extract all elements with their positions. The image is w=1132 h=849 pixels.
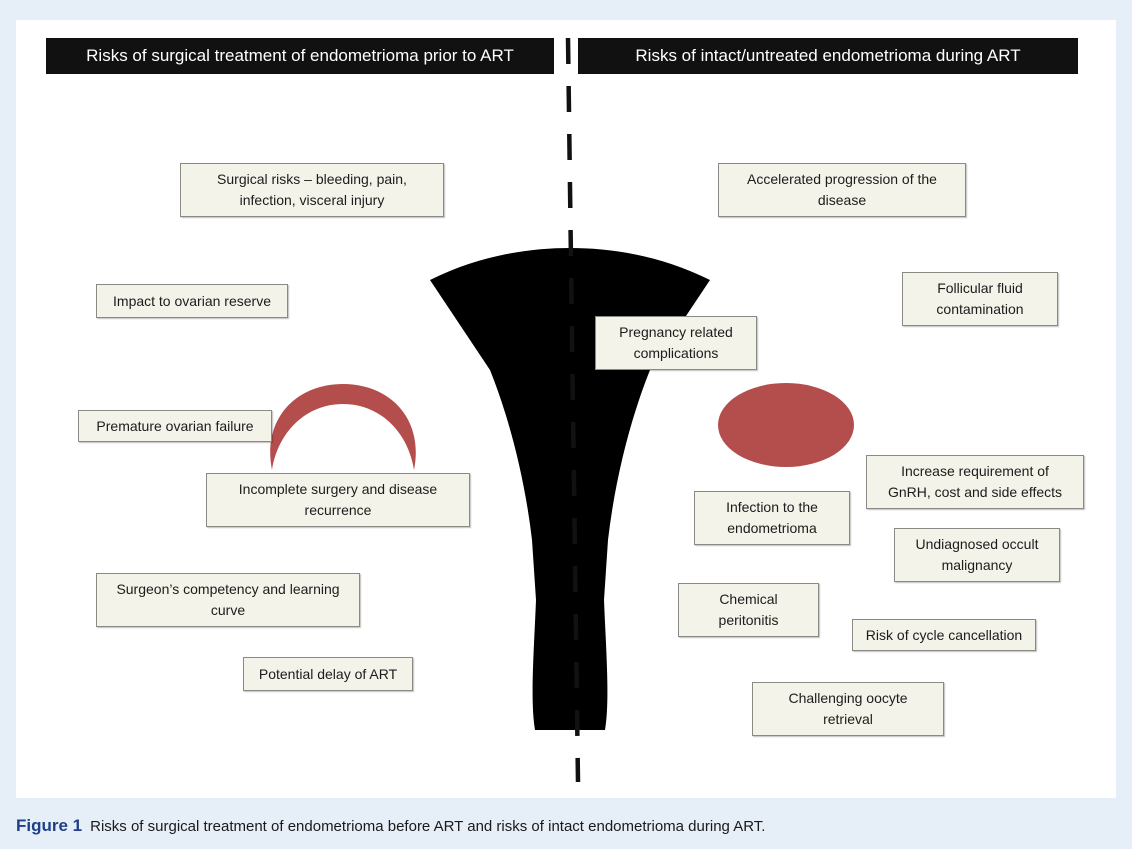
- figure-label: Figure 1: [16, 816, 83, 835]
- risk-box-cycle-cancellation: Risk of cycle cancellation: [852, 619, 1036, 651]
- header-right: Risks of intact/untreated endometrioma d…: [578, 38, 1078, 74]
- header-left: Risks of surgical treatment of endometri…: [46, 38, 554, 74]
- risk-box-premature-ovarian-failure: Premature ovarian failure: [78, 410, 272, 442]
- excised-endometrioma-cyst: [270, 384, 416, 470]
- risk-box-surgical-risks: Surgical risks – bleeding, pain,infectio…: [180, 163, 444, 217]
- risk-box-ovarian-reserve: Impact to ovarian reserve: [96, 284, 288, 318]
- figure-caption: Figure 1 Risks of surgical treatment of e…: [16, 816, 1116, 836]
- risk-box-delay-of-art: Potential delay of ART: [243, 657, 413, 691]
- caption-text: Risks of surgical treatment of endometri…: [90, 818, 766, 835]
- intact-endometrioma: [718, 383, 854, 467]
